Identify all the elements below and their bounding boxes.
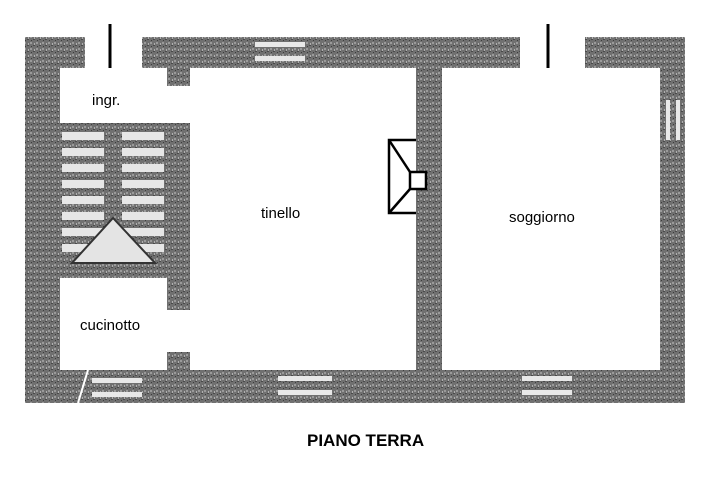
label-dining: tinello <box>261 205 300 222</box>
staircase <box>62 132 164 264</box>
windows <box>92 42 680 397</box>
kitchen-door-swing <box>77 369 89 404</box>
label-entrance: ingr. <box>92 92 120 109</box>
entrance-door-gap <box>85 30 142 70</box>
plan-title: PIANO TERRA <box>307 431 424 450</box>
stair-wall <box>167 123 190 310</box>
room-living <box>442 68 660 370</box>
wall-stub <box>167 352 190 370</box>
wall-stub <box>167 68 190 86</box>
fireplace <box>387 138 428 215</box>
label-living: soggiorno <box>509 209 575 226</box>
label-kitchenette: cucinotto <box>80 317 140 334</box>
room-dining <box>190 68 416 370</box>
living-door-gap <box>520 30 585 70</box>
wall-stub <box>416 352 442 370</box>
